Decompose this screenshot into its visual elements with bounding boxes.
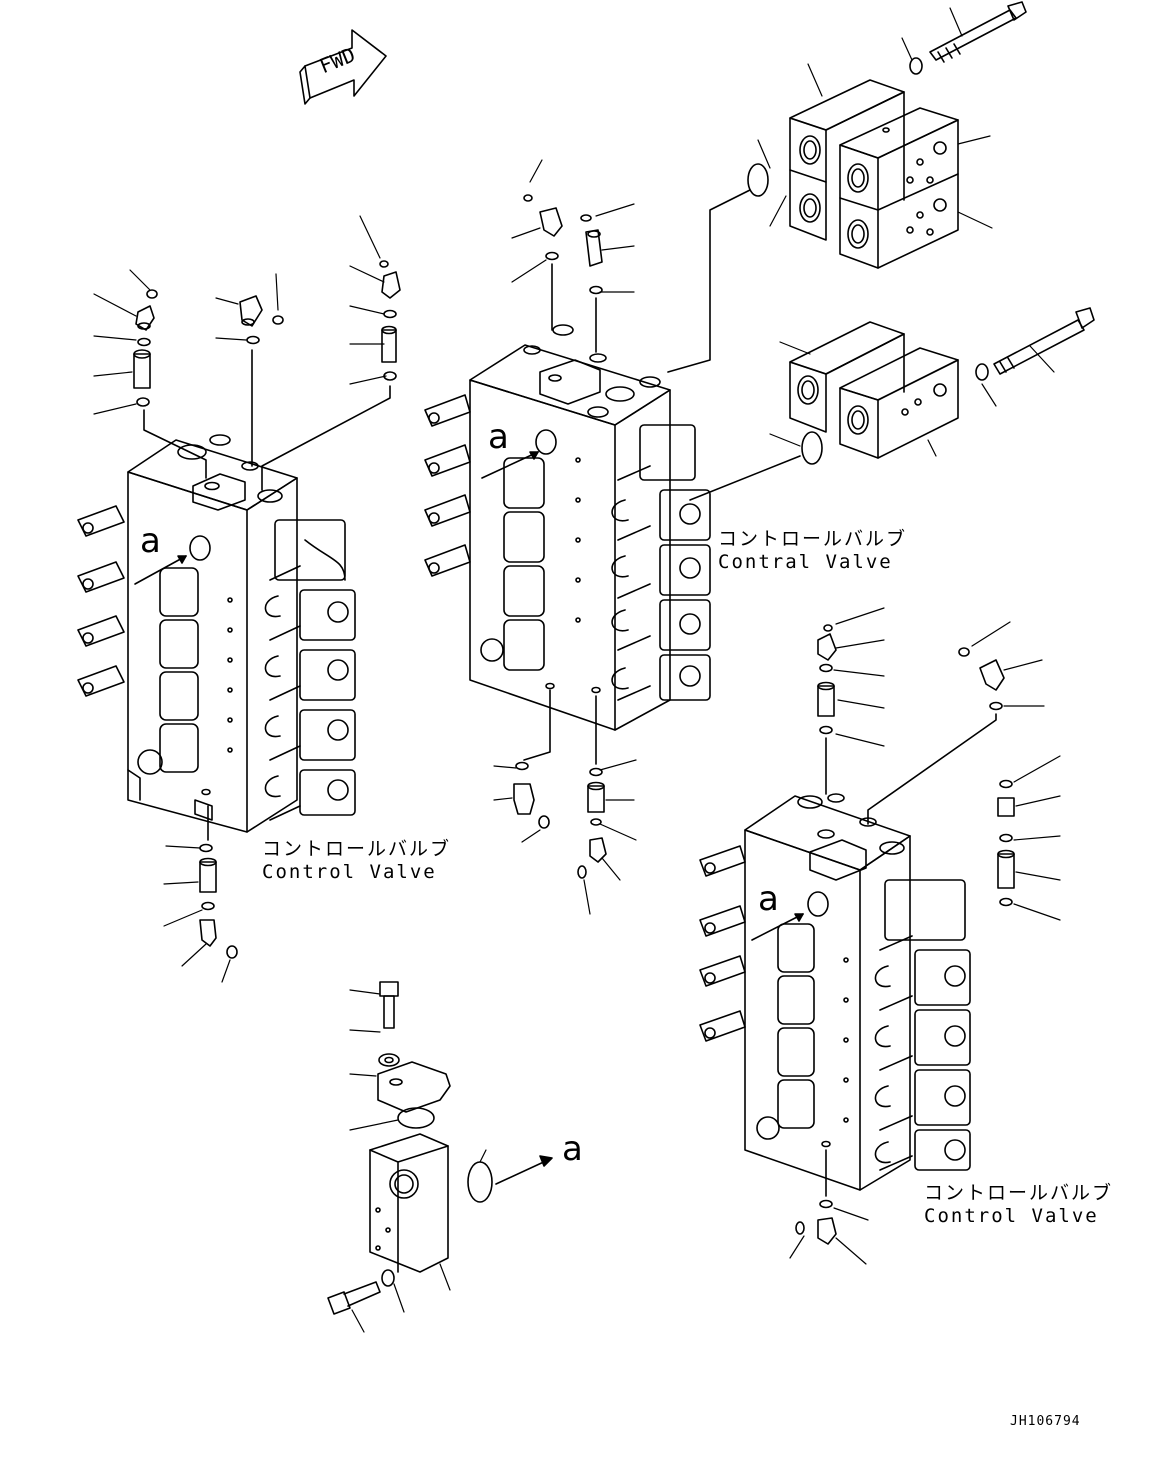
control-valve-left bbox=[77, 434, 356, 833]
detail-ref-left: a bbox=[140, 521, 161, 561]
fitting-adapter-icon bbox=[133, 349, 151, 389]
callout-control-valve-right: コントロールバルブ Control Valve bbox=[924, 1182, 1113, 1228]
bolt-assembly-bottom bbox=[327, 981, 553, 1315]
drawing-number: JH106794 bbox=[1010, 1414, 1081, 1429]
callout-en: Contral Valve bbox=[718, 551, 893, 573]
valve-block-stack-upper bbox=[789, 79, 959, 269]
valve-block-stack-lower bbox=[789, 321, 959, 459]
control-valve-right bbox=[699, 793, 971, 1191]
callout-control-valve-center: コントロールバルブ Contral Valve bbox=[718, 528, 907, 574]
washer-lower bbox=[975, 363, 989, 381]
callout-control-valve-left: コントロールバルブ Control Valve bbox=[262, 838, 451, 884]
fitting-elbow-icon bbox=[381, 271, 401, 299]
bolt-upper bbox=[929, 1, 1027, 63]
detail-ref-bottom: a bbox=[562, 1129, 583, 1169]
control-valve-center bbox=[424, 324, 711, 731]
callout-jp: コントロールバルブ bbox=[718, 528, 908, 550]
fitting-elbow-icon bbox=[239, 295, 263, 327]
washer-upper bbox=[909, 57, 923, 75]
o-ring-large bbox=[801, 431, 823, 465]
callout-jp: コントロールバルブ bbox=[262, 838, 452, 860]
callout-en: Control Valve bbox=[262, 861, 437, 883]
fitting-elbow-icon bbox=[135, 305, 155, 331]
bolt-lower bbox=[993, 307, 1095, 375]
detail-ref-right: a bbox=[758, 879, 779, 919]
callout-jp: コントロールバルブ bbox=[924, 1182, 1114, 1204]
fwd-arrow-icon bbox=[299, 29, 387, 105]
o-ring-large bbox=[747, 163, 769, 197]
detail-ref-center: a bbox=[488, 417, 509, 457]
callout-en: Control Valve bbox=[924, 1205, 1099, 1227]
leader-lines bbox=[93, 7, 1061, 1333]
